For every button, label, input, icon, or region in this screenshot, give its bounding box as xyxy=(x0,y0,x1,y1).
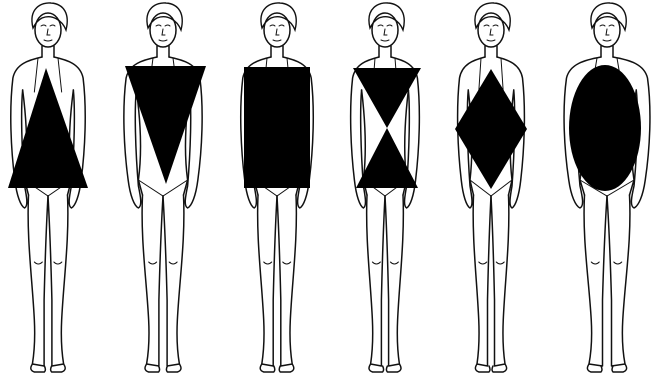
eyes xyxy=(600,25,614,26)
knees xyxy=(479,262,505,264)
eyes xyxy=(270,25,284,26)
rectangle-shape xyxy=(244,67,310,188)
eyes xyxy=(484,25,498,26)
figure-4 xyxy=(351,3,421,372)
mouth xyxy=(44,40,52,41)
triangle-shape xyxy=(8,68,88,188)
left-leg xyxy=(28,195,48,366)
nose xyxy=(276,29,279,35)
left-leg xyxy=(584,195,607,366)
figure-2 xyxy=(124,3,206,372)
nose xyxy=(47,29,50,35)
mouth xyxy=(381,40,389,41)
right-leg xyxy=(48,195,68,366)
knees xyxy=(264,262,291,264)
figure-1 xyxy=(8,3,88,372)
knees xyxy=(591,262,622,264)
nose xyxy=(490,29,493,35)
figure-6 xyxy=(564,3,650,372)
mouth xyxy=(273,40,281,41)
diamond-shape xyxy=(455,69,527,189)
mouth xyxy=(603,40,611,41)
knees xyxy=(149,262,178,264)
right-leg xyxy=(385,195,403,366)
eyes xyxy=(156,25,170,26)
left-leg xyxy=(258,195,277,366)
left-leg xyxy=(473,195,491,366)
eyes xyxy=(378,25,392,26)
oval-shape xyxy=(569,65,641,191)
figure-3 xyxy=(241,3,314,372)
right-leg xyxy=(277,195,296,366)
mouth xyxy=(159,40,167,41)
mouth xyxy=(487,40,495,41)
nose xyxy=(384,29,387,35)
eyes xyxy=(41,25,55,26)
right-leg xyxy=(163,195,184,366)
right-leg xyxy=(491,195,509,366)
left-leg xyxy=(367,195,385,366)
leg-line xyxy=(138,180,187,196)
knees xyxy=(372,262,398,264)
figure-5 xyxy=(455,3,527,372)
nose xyxy=(606,29,609,35)
right-leg xyxy=(607,195,630,366)
knees xyxy=(34,262,62,264)
nose xyxy=(162,29,165,35)
left-leg xyxy=(142,195,163,366)
hourglass-shape xyxy=(353,68,421,188)
